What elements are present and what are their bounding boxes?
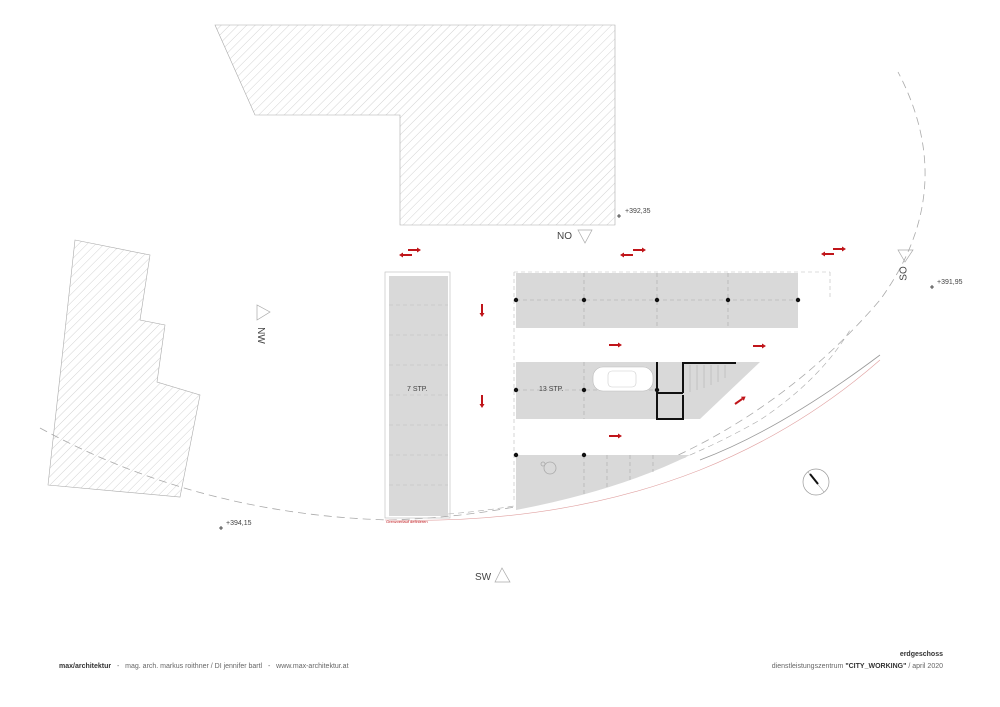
columns	[513, 297, 801, 458]
orientation-marker-no	[577, 229, 593, 244]
orientation-marker-nw	[256, 304, 271, 321]
project-prefix: dienstleistungszentrum	[771, 663, 844, 670]
orientation-marker-sw	[494, 567, 511, 583]
boundary-note: Grenzverlauf definieren	[386, 519, 428, 524]
parking-block-left	[389, 276, 448, 516]
elevation-top: +392,35	[625, 208, 651, 215]
car-icon	[592, 366, 654, 392]
neighbour-building-north	[214, 24, 616, 226]
neighbour-building-west	[47, 239, 201, 498]
floor-title: erdgeschoss	[899, 651, 943, 658]
project-date: / april 2020	[908, 663, 943, 670]
parking-frame	[384, 271, 451, 519]
parking-block-bottom	[516, 455, 690, 510]
wheelchair-icon	[540, 461, 557, 475]
north-arrow-icon	[802, 468, 830, 496]
parking-count-middle: 13 STP.	[539, 386, 564, 393]
label-no: NO	[557, 231, 572, 242]
architects: mag. arch. markus roithner / DI jennifer…	[125, 663, 263, 670]
elevation-right: +391,95	[937, 279, 963, 286]
separator: -	[116, 663, 120, 670]
label-nw: NW	[254, 327, 266, 344]
label-sw: SW	[475, 572, 492, 583]
project-name: "CITY_WORKING"	[845, 663, 907, 670]
parking-count-left: 7 STP.	[407, 386, 428, 393]
orientation-marker-so	[897, 249, 914, 263]
label-so: SO	[898, 266, 910, 281]
website-link[interactable]: www.max-architektur.at	[276, 663, 349, 670]
elevation-left: +394,15	[226, 520, 252, 527]
boundary-line-red	[384, 359, 881, 521]
office-name: max/architektur	[59, 663, 112, 670]
separator: -	[267, 663, 271, 670]
